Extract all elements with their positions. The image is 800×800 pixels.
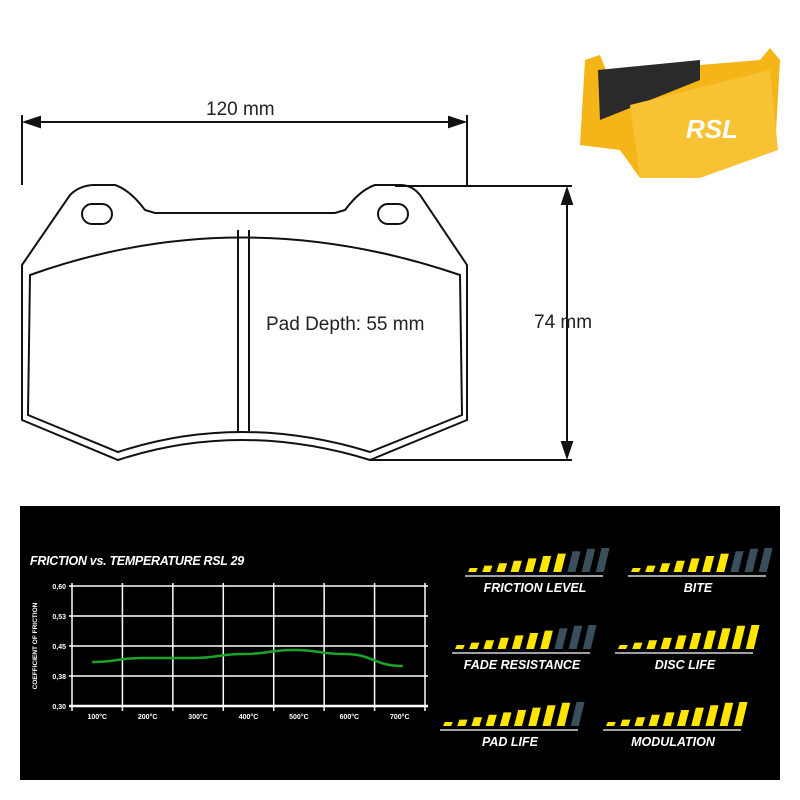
rating-bar [687, 558, 700, 572]
rating-bar [733, 702, 748, 726]
x-tick-label: 400°C [239, 713, 259, 721]
rating-bar [482, 565, 493, 572]
rating-bars [603, 702, 748, 731]
pad-depth: Pad Depth: 55 mm [266, 314, 425, 335]
rating-bar [745, 625, 760, 649]
rating-bar [554, 628, 568, 649]
rating-bar [568, 625, 583, 649]
chart-title: FRICTION vs. TEMPERATURE RSL 29 [30, 554, 244, 568]
rating-bar [499, 712, 512, 726]
rating-bar [705, 705, 719, 726]
rating-bar [514, 710, 527, 726]
rating-bar [717, 628, 731, 649]
rating-bar [730, 551, 744, 572]
rating-bar [659, 563, 671, 572]
rating-bar [620, 719, 631, 726]
rating-bar [731, 625, 746, 649]
friction-chart: 0,60 0,53 0,45 0,38 0,30 100°C 200°C 300°C 400°C… [32, 583, 428, 721]
width-dimension: 120 mm [206, 99, 275, 120]
rating-bar [455, 645, 465, 649]
x-tick-label: 700°C [390, 713, 410, 721]
rating-bars [615, 625, 760, 654]
rating-bar [646, 640, 658, 649]
rating-bar [660, 637, 672, 649]
rating-bar [673, 560, 685, 572]
rating-bar [744, 548, 759, 572]
rating-bar [677, 710, 690, 726]
rating-bar [719, 702, 734, 726]
rating-label: MODULATION [631, 735, 715, 749]
rating-bar [595, 548, 610, 572]
rating-bar [485, 714, 497, 726]
y-tick-label: 0,53 [52, 614, 66, 621]
rating-label: PAD LIFE [481, 735, 539, 749]
rating-bar [581, 548, 596, 572]
rating-bar [570, 702, 585, 726]
rating-label: DISC LIFE [654, 658, 716, 672]
rating-bar [468, 568, 478, 572]
x-tick-label: 300°C [188, 713, 208, 721]
y-axis-label: COEFFICIENT OF FRICTION [32, 602, 39, 689]
rating-bar [553, 553, 566, 572]
rating-label: FRICTION LEVEL [483, 581, 587, 595]
svg-text:RSL: RSL [686, 114, 738, 144]
rating-bars [465, 548, 610, 577]
rating-bar [542, 705, 556, 726]
rating-bar [632, 642, 643, 649]
rating-bar [716, 553, 729, 572]
rating-bars [628, 548, 773, 577]
rating-bar [631, 568, 641, 572]
y-tick-label: 0,38 [52, 674, 66, 681]
rating-bar [567, 551, 581, 572]
x-tick-label: 500°C [289, 713, 309, 721]
rating-bar [540, 630, 553, 649]
pad-drawing: RSL [21, 48, 780, 462]
rating-bar [539, 556, 552, 572]
rating-bar [618, 645, 628, 649]
rating-bar [634, 717, 646, 726]
rating-bar [703, 630, 716, 649]
rating-bar [662, 712, 675, 726]
rating-bar [511, 635, 524, 649]
rating-bar [582, 625, 597, 649]
rating-bar [526, 633, 539, 649]
rating-bar [483, 640, 495, 649]
height-dimension: 74 mm [534, 312, 593, 333]
x-tick-label: 100°C [87, 713, 107, 721]
rating-bar [497, 637, 509, 649]
x-tick-label: 200°C [138, 713, 158, 721]
rating-bar [457, 719, 468, 726]
rating-bar [510, 560, 522, 572]
rating-bar [758, 548, 773, 572]
x-tick-label: 600°C [340, 713, 360, 721]
y-tick-label: 0,45 [52, 644, 66, 651]
rating-bar [645, 565, 656, 572]
rating-bar [524, 558, 537, 572]
rating-bar [702, 556, 715, 572]
rating-bar [674, 635, 687, 649]
rating-bar [606, 722, 616, 726]
rating-bar [528, 707, 541, 726]
rating-label: FADE RESISTANCE [463, 658, 581, 672]
rating-label: BITE [683, 581, 713, 595]
rating-bar [556, 702, 571, 726]
rating-bar [471, 717, 483, 726]
rating-bar [648, 714, 660, 726]
rating-bars [440, 702, 585, 731]
product-image: RSL [580, 48, 780, 178]
performance-panel: FRICTION vs. TEMPERATURE RSL 29 0,60 0,53… [20, 506, 780, 780]
rating-bar [691, 707, 704, 726]
rating-bar [496, 563, 508, 572]
friction-line [92, 648, 403, 668]
rating-bars [452, 625, 597, 654]
y-tick-label: 0,60 [52, 584, 66, 591]
rating-bar [443, 722, 453, 726]
rating-bar [469, 642, 480, 649]
rating-bar [689, 633, 702, 649]
y-tick-label: 0,30 [52, 704, 66, 711]
